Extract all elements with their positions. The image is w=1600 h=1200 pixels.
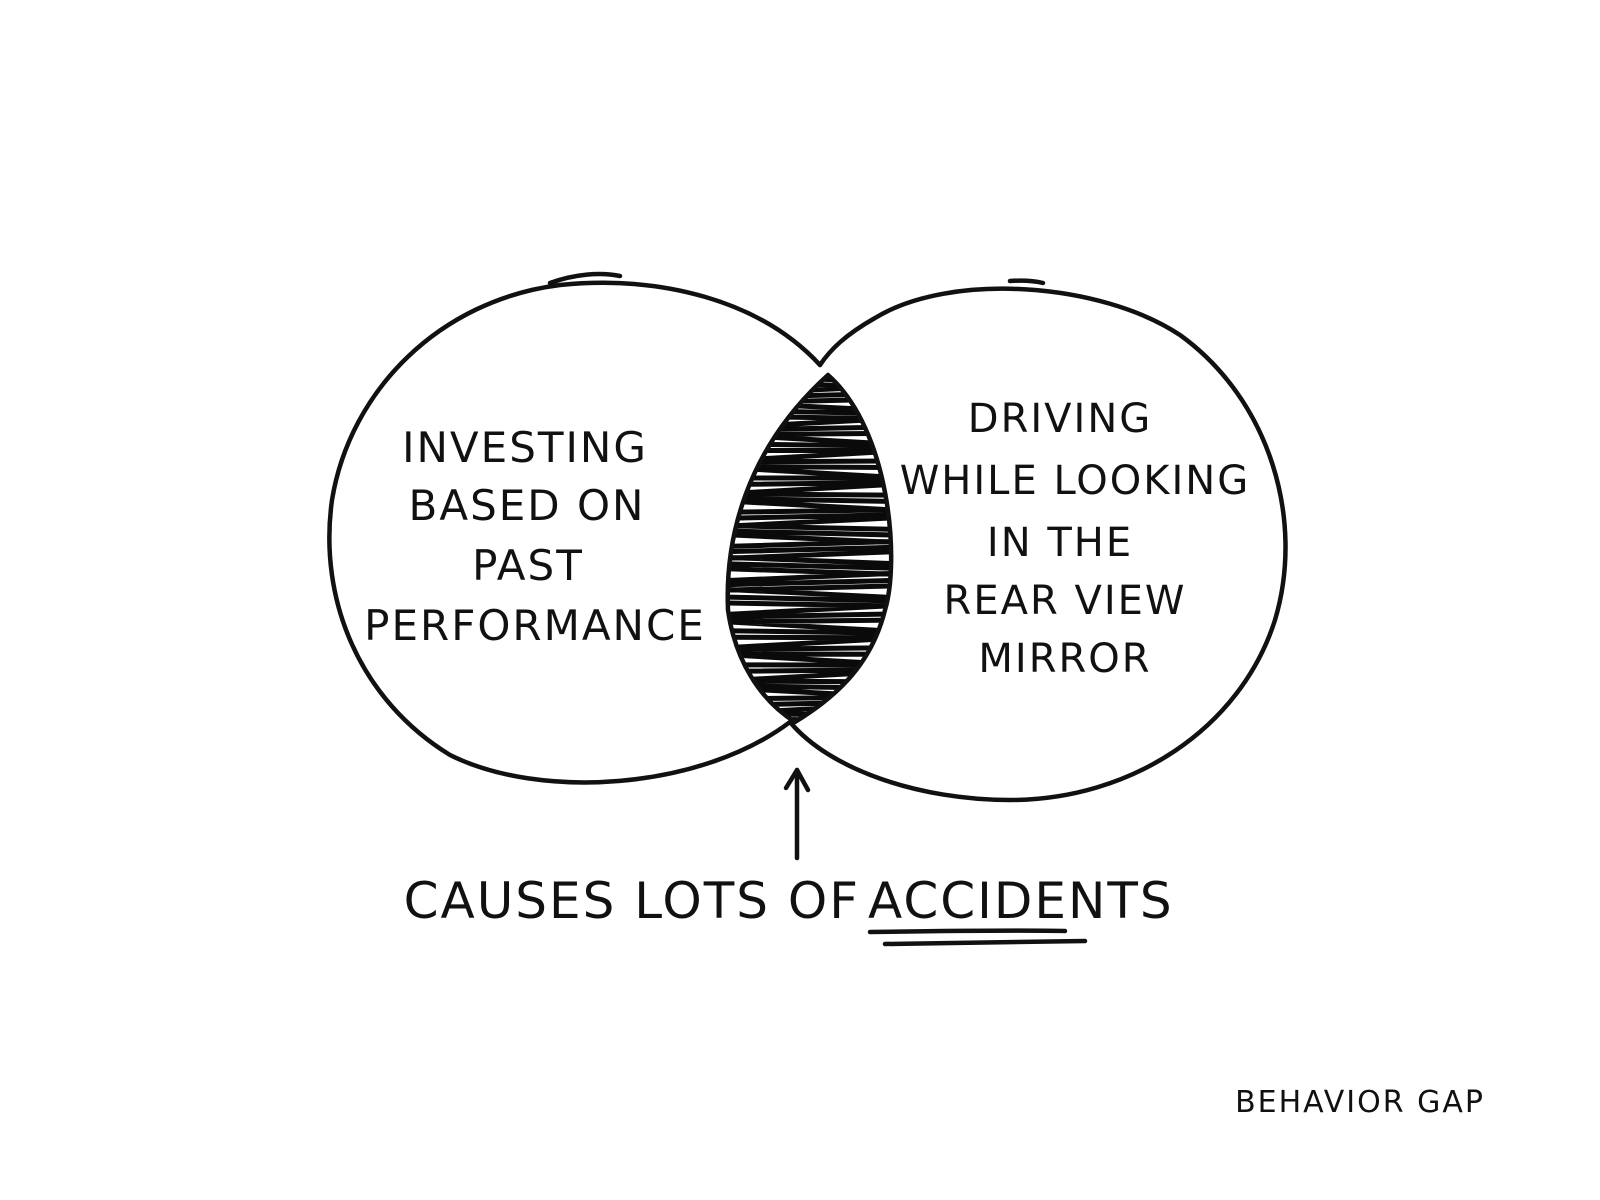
arrow-up-icon (783, 767, 811, 861)
right-circle-label: DRIVING WHILE LOOKING IN THE REAR VIEW M… (900, 396, 1250, 682)
right-circle (787, 286, 1288, 803)
caption-underline-2 (882, 938, 1088, 947)
left-label-line-4: PERFORMANCE (364, 601, 706, 650)
left-label-line-2: BASED ON (409, 481, 646, 530)
caption-prefix: CAUSES LOTS OF (404, 872, 860, 930)
intersection-outline (725, 372, 894, 725)
intersection-shading (727, 375, 892, 722)
left-circle-overlap (547, 271, 623, 286)
right-label-line-1: DRIVING (968, 396, 1152, 442)
left-circle-label: INVESTING BASED ON PAST PERFORMANCE (364, 423, 706, 650)
right-label-line-3: IN THE (987, 520, 1133, 566)
left-label-line-3: PAST (472, 541, 584, 590)
left-label-line-1: INVESTING (402, 423, 648, 472)
caption-emphasis: ACCIDENTS (868, 872, 1174, 930)
caption-underline-1 (867, 928, 1068, 935)
right-label-line-2: WHILE LOOKING (900, 458, 1250, 504)
right-label-line-5: MIRROR (978, 636, 1151, 682)
signature: BEHAVIOR GAP (1235, 1085, 1485, 1120)
caption: CAUSES LOTS OF ACCIDENTS (404, 872, 1174, 947)
right-label-line-4: REAR VIEW (944, 578, 1187, 624)
right-circle-overlap (1007, 278, 1046, 286)
intersection-scribble (727, 375, 892, 722)
left-circle (327, 280, 823, 785)
